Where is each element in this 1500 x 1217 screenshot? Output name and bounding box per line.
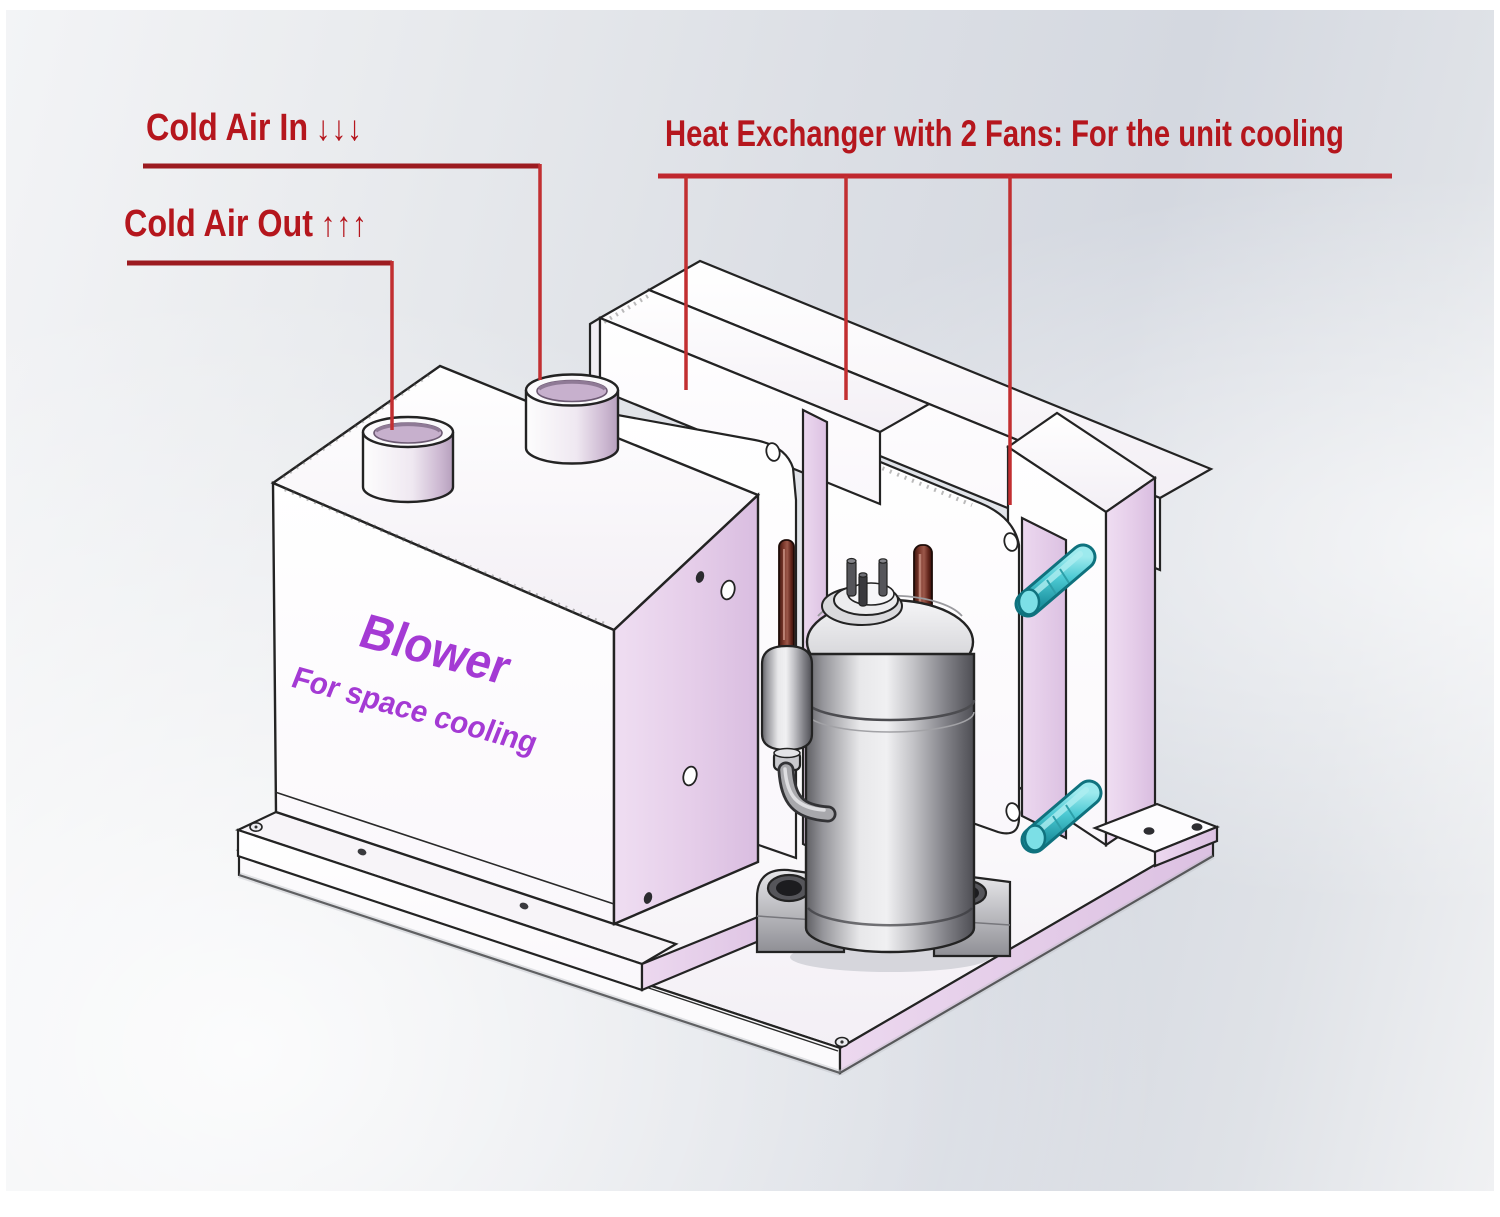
refrigerant-pipe-bottom xyxy=(1020,779,1103,854)
blower-right-face xyxy=(612,492,760,926)
up-arrows-icon: ↑↑↑ xyxy=(320,205,368,244)
leader-lines-heat-exchanger xyxy=(658,173,1392,505)
down-arrows-icon: ↓↓↓ xyxy=(315,109,363,148)
label-cold-air-out: Cold Air Out↑↑↑ xyxy=(124,203,368,245)
base-plate-edge-right xyxy=(838,829,1215,1075)
blower-box xyxy=(270,364,761,926)
terminal-pins xyxy=(846,557,888,607)
blower-port-cold-air-in xyxy=(524,373,620,465)
compressor-body xyxy=(804,652,976,954)
leader-line-cold-air-in xyxy=(143,163,542,380)
compressor xyxy=(755,539,1012,972)
mounting-bracket xyxy=(1091,802,1221,868)
label-cold-air-in: Cold Air In↓↓↓ xyxy=(146,107,363,149)
suction-tube xyxy=(777,761,837,823)
leader-line-cold-air-out xyxy=(127,260,394,430)
cold-air-in-text: Cold Air In xyxy=(146,107,309,149)
cold-air-out-text: Cold Air Out xyxy=(124,203,313,245)
label-heat-exchanger: Heat Exchanger with 2 Fans: For the unit… xyxy=(665,113,1344,154)
blower-side-holes xyxy=(643,571,736,904)
accumulator-pipe xyxy=(778,539,795,653)
blower-port-cold-air-out xyxy=(361,415,455,504)
heat-exchanger-text: Heat Exchanger with 2 Fans: For the unit… xyxy=(665,113,1344,154)
refrigerant-pipe-top xyxy=(1014,543,1097,618)
blower-pedestal xyxy=(235,810,792,992)
